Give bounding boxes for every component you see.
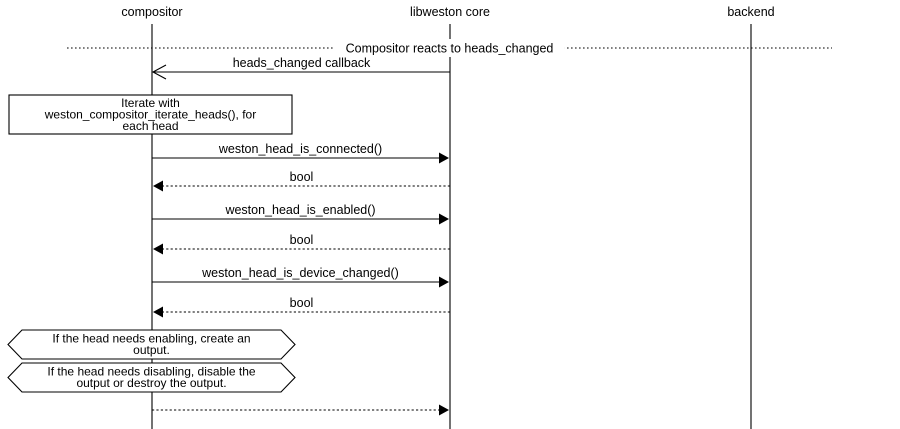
- message-heads-changed-callback: heads_changed callback: [151, 56, 450, 80]
- condition-enable-head-line: If the head needs enabling, create an: [52, 332, 250, 346]
- divider-label: Compositor reacts to heads_changed: [346, 42, 554, 56]
- messages-group: heads_changed callback weston_head_is_con…: [151, 56, 450, 416]
- divider-label-background: [334, 39, 565, 57]
- message-bool-return-connected: bool: [153, 170, 450, 192]
- note-line: weston_compositor_iterate_heads(), for: [44, 107, 256, 121]
- message-arrowhead-weston-head-is-enabled: [439, 213, 449, 225]
- note-box: [8, 94, 293, 135]
- note-line: Iterate with: [121, 96, 180, 110]
- condition-disable-head-line: output or destroy the output.: [76, 376, 226, 390]
- condition-enable-head-line: output.: [133, 343, 170, 357]
- message-arrowhead-weston-head-is-device-changed: [439, 276, 449, 288]
- message-final-return: [152, 404, 449, 416]
- message-arrowhead-final-return: [439, 404, 449, 416]
- actor-label-libweston-core: libweston core: [410, 5, 490, 19]
- conditions-group: If the head needs enabling, create anout…: [7, 329, 296, 393]
- message-label-bool-return-device-changed: bool: [290, 296, 314, 310]
- condition-enable-head-shape: [7, 329, 296, 360]
- divider-group: Compositor reacts to heads_changed: [67, 39, 832, 57]
- message-arrowhead-bool-return-enabled: [153, 243, 163, 255]
- condition-disable-head-line: If the head needs disabling, disable the: [47, 365, 255, 379]
- actor-label-compositor: compositor: [121, 5, 182, 19]
- message-label-bool-return-enabled: bool: [290, 233, 314, 247]
- message-bool-return-enabled: bool: [153, 233, 450, 255]
- message-weston-head-is-device-changed: weston_head_is_device_changed(): [152, 266, 449, 288]
- message-arrowhead-bool-return-connected: [153, 180, 163, 192]
- message-label-weston-head-is-connected: weston_head_is_connected(): [218, 142, 382, 156]
- message-label-bool-return-connected: bool: [290, 170, 314, 184]
- message-weston-head-is-connected: weston_head_is_connected(): [152, 142, 449, 164]
- message-arrowhead-bool-return-device-changed: [153, 306, 163, 318]
- message-label-weston-head-is-device-changed: weston_head_is_device_changed(): [201, 266, 399, 280]
- note-group: Iterate withweston_compositor_iterate_he…: [8, 94, 293, 135]
- message-label-weston-head-is-enabled: weston_head_is_enabled(): [224, 203, 375, 217]
- actor-labels-group: compositor libweston core backend: [121, 5, 774, 19]
- message-weston-head-is-enabled: weston_head_is_enabled(): [152, 203, 449, 225]
- message-arrowhead-heads-changed-callback: [151, 64, 167, 80]
- lifelines-group: [151, 24, 752, 429]
- note-line: each head: [122, 119, 178, 133]
- actor-label-backend: backend: [727, 5, 774, 19]
- message-arrowhead-weston-head-is-connected: [439, 152, 449, 164]
- message-bool-return-device-changed: bool: [153, 296, 450, 318]
- condition-disable-head-shape: [7, 362, 296, 393]
- message-label-heads-changed-callback: heads_changed callback: [233, 56, 371, 70]
